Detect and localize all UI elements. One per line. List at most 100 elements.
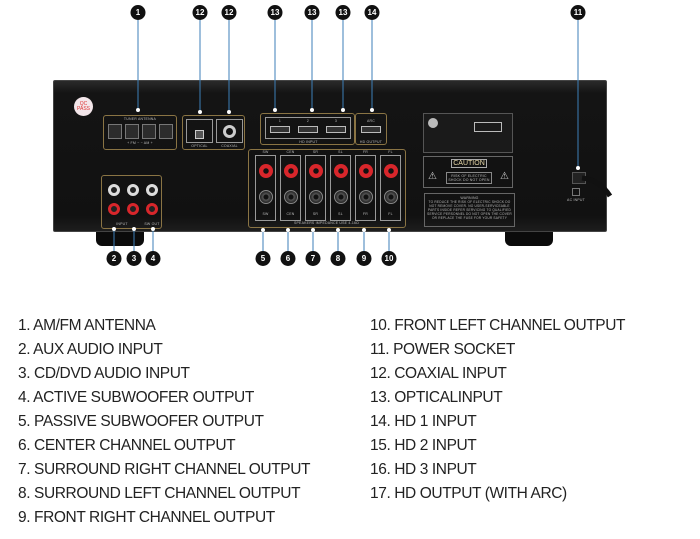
- callout-marker: 8: [330, 251, 346, 266]
- red-binding-post: [259, 164, 273, 178]
- callout-marker: 7: [305, 251, 321, 266]
- callout-dot: [576, 166, 580, 170]
- black-binding-post: [309, 190, 323, 204]
- speaker-channel-label: SL: [338, 212, 343, 216]
- legend-item: 11. POWER SOCKET: [370, 341, 515, 358]
- red-binding-post: [384, 164, 398, 178]
- hd-input-port-3: [326, 126, 346, 133]
- input-label: INPUT: [116, 222, 128, 226]
- callout-dot: [336, 228, 340, 232]
- callout-dot: [362, 228, 366, 232]
- callout-marker: 10: [381, 251, 397, 266]
- callout-line: [577, 20, 579, 168]
- legend-left-column: 1. AM/FM ANTENNA 2. AUX AUDIO INPUT 3. CD/…: [18, 314, 310, 530]
- speaker-output-panel: SPEAKERS IMPEDANCE USE 4-16Ω: [248, 149, 406, 228]
- speaker-channel-label: FL: [388, 150, 393, 154]
- callout-marker: 5: [255, 251, 271, 266]
- caution-title: CAUTION: [451, 159, 487, 168]
- arc-label: ARC: [367, 119, 375, 123]
- warning-triangle-icon: ⚠: [428, 171, 437, 182]
- sw-out-label: SW OUT: [144, 222, 160, 226]
- cd-dvd-rca-red: [127, 203, 139, 215]
- callout-marker: 12: [221, 5, 237, 20]
- red-binding-post: [309, 164, 323, 178]
- callout-line: [274, 20, 276, 110]
- callout-dot: [227, 110, 231, 114]
- qc-pass-sticker: QC PASS: [74, 97, 93, 116]
- callout-dot: [310, 108, 314, 112]
- callout-line: [312, 230, 314, 252]
- callout-marker: 13: [267, 5, 283, 20]
- legend-item: 12. COAXIAL INPUT: [370, 365, 507, 382]
- callout-marker: 12: [192, 5, 208, 20]
- speaker-channel-label: FL: [388, 212, 393, 216]
- callout-dot: [132, 227, 136, 231]
- legend-item: 8. SURROUND LEFT CHANNEL OUTPUT: [18, 485, 301, 502]
- legend-item: 6. CENTER CHANNEL OUTPUT: [18, 437, 236, 454]
- speaker-channel-label: SW: [262, 212, 269, 216]
- callout-dot: [136, 108, 140, 112]
- hd-input-label: HD INPUT: [299, 140, 318, 144]
- black-binding-post: [334, 190, 348, 204]
- hd-output-label: HD OUTPUT: [359, 140, 383, 144]
- callout-marker: 6: [280, 251, 296, 266]
- legend-item: 2. AUX AUDIO INPUT: [18, 341, 163, 358]
- hd-input-port-1: [270, 126, 290, 133]
- callout-line: [199, 20, 201, 112]
- callout-line: [363, 230, 365, 252]
- callout-dot: [151, 227, 155, 231]
- legend-item: 7. SURROUND RIGHT CHANNEL OUTPUT: [18, 461, 311, 478]
- brand-logo: [428, 118, 438, 128]
- callout-line: [287, 230, 289, 252]
- speaker-channel-label: FR: [362, 212, 369, 216]
- callout-dot: [273, 108, 277, 112]
- callout-marker: 13: [304, 5, 320, 20]
- speaker-channel-label: CEN: [286, 150, 295, 154]
- digital-input-panel: OPTICAL COAXIAL: [182, 115, 245, 150]
- callout-line: [113, 229, 115, 252]
- warning-triangle-icon: ⚠: [500, 171, 509, 182]
- legend-item: 16. HD 3 INPUT: [370, 461, 477, 478]
- callout-marker: 2: [106, 251, 122, 266]
- callout-marker: 9: [356, 251, 372, 266]
- black-binding-post: [284, 190, 298, 204]
- aux-rca-white: [108, 184, 120, 196]
- legend-item: 3. CD/DVD AUDIO INPUT: [18, 365, 190, 382]
- legend-item: 1. AM/FM ANTENNA: [18, 317, 156, 334]
- antenna-terminal: [107, 124, 122, 139]
- callout-line: [342, 20, 344, 110]
- coaxial-port: [216, 119, 243, 143]
- speaker-channel-label: SL: [338, 150, 343, 154]
- callout-dot: [370, 108, 374, 112]
- callout-dot: [198, 110, 202, 114]
- callout-line: [311, 20, 313, 110]
- speaker-terminal-fl[interactable]: FL FL: [380, 150, 401, 221]
- callout-line: [133, 229, 135, 252]
- speaker-terminal-fr[interactable]: FR FR: [355, 150, 376, 221]
- sw-out-rca-red: [146, 203, 158, 215]
- legend-item: 5. PASSIVE SUBWOOFER OUTPUT: [18, 413, 264, 430]
- hd-input-number: 2: [306, 119, 310, 123]
- black-binding-post: [359, 190, 373, 204]
- callout-line: [371, 20, 373, 110]
- legend-item: 13. OPTICALINPUT: [370, 389, 503, 406]
- optical-port: [186, 119, 213, 143]
- sw-out-rca-white: [146, 184, 158, 196]
- speaker-terminal-cen[interactable]: CEN CEN: [280, 150, 301, 221]
- black-binding-post: [384, 190, 398, 204]
- legend-item: 10. FRONT LEFT CHANNEL OUTPUT: [370, 317, 626, 334]
- speaker-impedance-label: SPEAKERS IMPEDANCE USE 4-16Ω: [293, 221, 359, 225]
- speaker-terminal-sl[interactable]: SL SL: [330, 150, 351, 221]
- antenna-terminal: [141, 124, 156, 139]
- coaxial-label: COAXIAL: [221, 144, 238, 148]
- legend-item: 9. FRONT RIGHT CHANNEL OUTPUT: [18, 509, 275, 526]
- callout-marker: 13: [335, 5, 351, 20]
- red-binding-post: [359, 164, 373, 178]
- optical-label: OPTICAL: [191, 144, 208, 148]
- tuner-label: TUNER ANTENNA: [123, 117, 157, 121]
- speaker-channel-label: SW: [262, 150, 269, 154]
- speaker-terminal-sr[interactable]: SR SR: [305, 150, 326, 221]
- speaker-terminal-sw[interactable]: SW SW: [255, 150, 276, 221]
- speaker-channel-label: SR: [312, 212, 319, 216]
- speaker-channel-label: FR: [362, 150, 369, 154]
